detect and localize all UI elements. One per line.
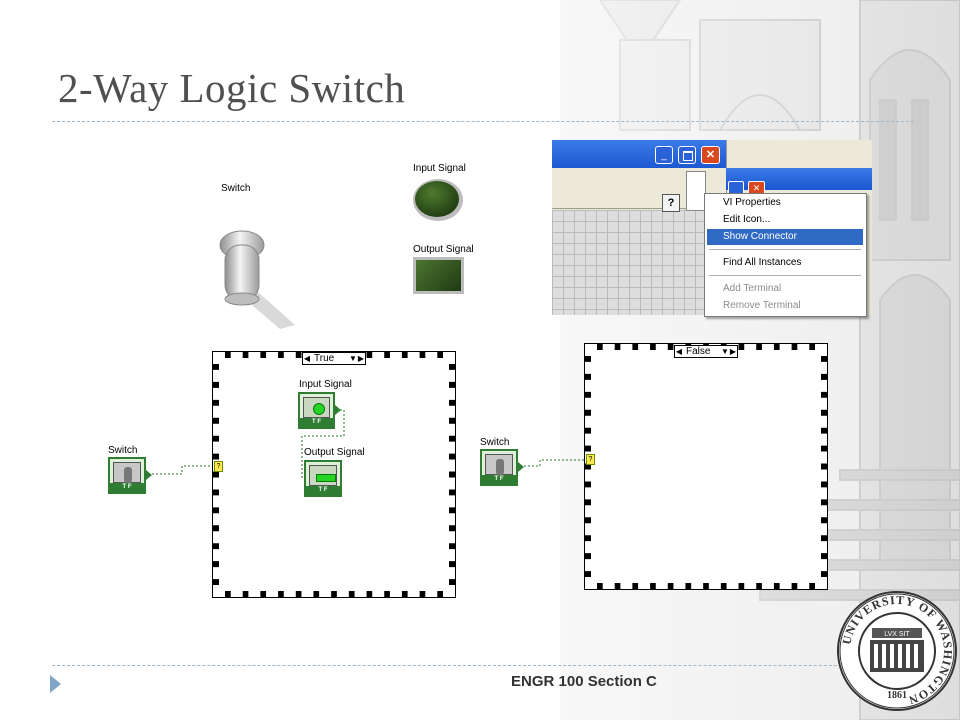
close-button[interactable]: ✕ xyxy=(701,146,720,164)
menu-item-remove-terminal: Remove Terminal xyxy=(723,300,801,311)
input-signal-label: Input Signal xyxy=(413,163,466,174)
case-selector-true[interactable]: ◀ True ▼ ▶ xyxy=(302,352,366,365)
input-signal-led[interactable] xyxy=(410,176,466,224)
minimize-icon: _ xyxy=(661,150,667,161)
case-selector-false[interactable]: ◀ False ▼ ▶ xyxy=(674,345,738,358)
context-menu: VI Properties Edit Icon... Show Connecto… xyxy=(704,193,867,317)
output-signal-terminal-label: Output Signal xyxy=(304,447,365,458)
seal-year: 1861 xyxy=(887,690,907,701)
decrement-arrow-icon[interactable]: ◀ xyxy=(303,354,311,363)
dropdown-arrow-icon[interactable]: ▼ xyxy=(721,347,729,356)
case-selector-terminal[interactable]: ? xyxy=(214,461,223,472)
input-signal-terminal[interactable]: T F xyxy=(298,392,335,429)
maximize-icon xyxy=(683,151,693,161)
tf-label: T F xyxy=(300,418,333,427)
output-signal-terminal[interactable]: T F xyxy=(304,460,342,497)
menu-item-add-terminal: Add Terminal xyxy=(723,283,782,294)
title-divider xyxy=(52,121,914,122)
menu-separator xyxy=(709,275,861,276)
footer-text: ENGR 100 Section C xyxy=(511,673,657,690)
output-arrow-icon xyxy=(146,470,152,480)
switch-terminal-label: Switch xyxy=(108,445,138,456)
boolean-wire xyxy=(152,465,216,475)
menu-separator xyxy=(709,249,861,250)
vi-icon-pane[interactable] xyxy=(686,171,706,211)
help-icon: ? xyxy=(667,197,675,209)
dropdown-arrow-icon[interactable]: ▼ xyxy=(349,354,357,363)
maximize-button[interactable] xyxy=(678,146,696,164)
menu-item-edit-icon[interactable]: Edit Icon... xyxy=(723,214,771,225)
output-signal-label: Output Signal xyxy=(413,244,474,255)
case-selector-terminal[interactable]: ? xyxy=(586,454,595,465)
seal-motto: LVX SIT xyxy=(884,631,910,638)
increment-arrow-icon[interactable]: ▶ xyxy=(357,354,365,363)
case-structure-false[interactable] xyxy=(584,343,828,590)
increment-arrow-icon[interactable]: ▶ xyxy=(729,347,737,356)
output-signal-indicator[interactable] xyxy=(413,257,464,294)
menu-item-find-all-instances[interactable]: Find All Instances xyxy=(723,257,802,268)
input-signal-terminal-label: Input Signal xyxy=(299,379,352,390)
university-seal-logo: UNIVERSITY OF WASHINGTON LVX SIT 1861 xyxy=(837,591,957,711)
decrement-arrow-icon[interactable]: ◀ xyxy=(675,347,683,356)
switch-terminal-false[interactable]: T F xyxy=(480,449,518,486)
switch-terminal[interactable]: T F xyxy=(108,457,146,494)
tf-label: T F xyxy=(110,483,144,492)
tf-label: T F xyxy=(482,475,516,484)
toggle-switch[interactable] xyxy=(210,225,300,330)
bullet-arrow-icon xyxy=(50,675,61,693)
menu-item-show-connector[interactable]: Show Connector xyxy=(707,229,863,245)
output-arrow-icon xyxy=(518,462,524,472)
help-button[interactable]: ? xyxy=(662,194,680,212)
boolean-wire xyxy=(524,459,586,467)
slide-title: 2-Way Logic Switch xyxy=(58,65,406,111)
switch-label: Switch xyxy=(221,183,251,194)
output-arrow-icon xyxy=(335,405,341,415)
close-icon: ✕ xyxy=(705,149,716,161)
menu-item-vi-properties[interactable]: VI Properties xyxy=(723,197,781,208)
footer-divider xyxy=(52,665,932,666)
tf-label: T F xyxy=(306,486,340,495)
close-icon: ✕ xyxy=(752,183,761,193)
minimize-button[interactable]: _ xyxy=(655,146,673,164)
switch-terminal-label: Switch xyxy=(480,437,510,448)
